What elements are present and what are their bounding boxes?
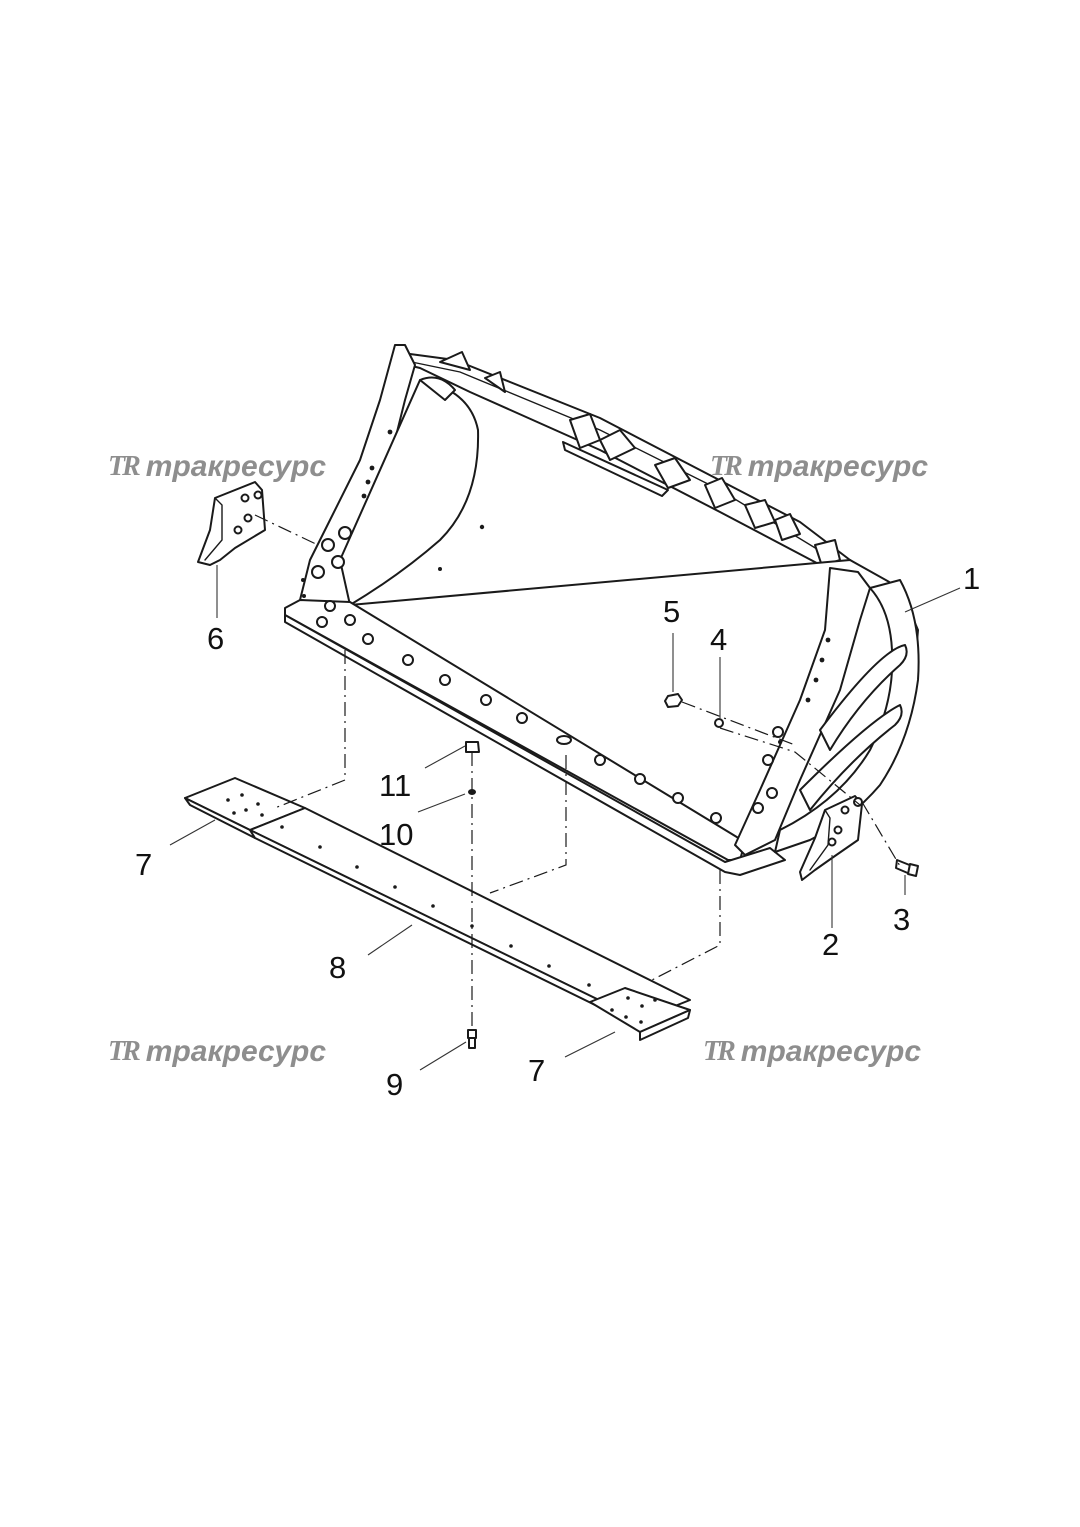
nut	[664, 693, 683, 708]
watermark-logo: TR	[710, 451, 743, 482]
watermark-bottom-right: TR тракресурс	[703, 1035, 921, 1069]
callout-10: 10	[379, 817, 413, 852]
bolt-row	[316, 600, 722, 824]
watermark-logo: TR	[108, 1036, 141, 1067]
bucket-assembly	[284, 344, 920, 876]
right-side-cutter	[799, 795, 863, 881]
callout-7-right: 7	[528, 1053, 545, 1088]
callout-8: 8	[329, 950, 346, 985]
watermark-text: тракресурс	[145, 450, 327, 483]
edge-nut	[465, 741, 480, 753]
edge-bolt	[467, 1029, 477, 1049]
callout-4: 4	[710, 622, 727, 657]
callout-3: 3	[893, 902, 910, 937]
watermark-bottom-left: TR тракресурс	[108, 1035, 326, 1069]
assembly-lines	[254, 514, 901, 1030]
left-side-cutter	[197, 481, 266, 566]
callout-6: 6	[207, 621, 224, 656]
callout-7-left: 7	[135, 847, 152, 882]
side-bolt	[895, 859, 919, 877]
watermark-text: тракресурс	[740, 1035, 922, 1068]
watermark-text: тракресурс	[145, 1035, 327, 1068]
washer	[714, 718, 724, 728]
watermark-logo: TR	[108, 451, 141, 482]
watermark-text: тракресурс	[747, 450, 929, 483]
callout-5: 5	[663, 594, 680, 629]
cutting-edge	[184, 777, 691, 1041]
watermark-logo: TR	[703, 1036, 736, 1067]
watermark-top-right: TR тракресурс	[710, 450, 928, 484]
watermark-top-left: TR тракресурс	[108, 450, 326, 484]
callout-9: 9	[386, 1067, 403, 1102]
callout-2: 2	[822, 927, 839, 962]
callout-1: 1	[963, 561, 980, 596]
leader-lines	[169, 565, 961, 1071]
callout-11: 11	[379, 768, 411, 803]
